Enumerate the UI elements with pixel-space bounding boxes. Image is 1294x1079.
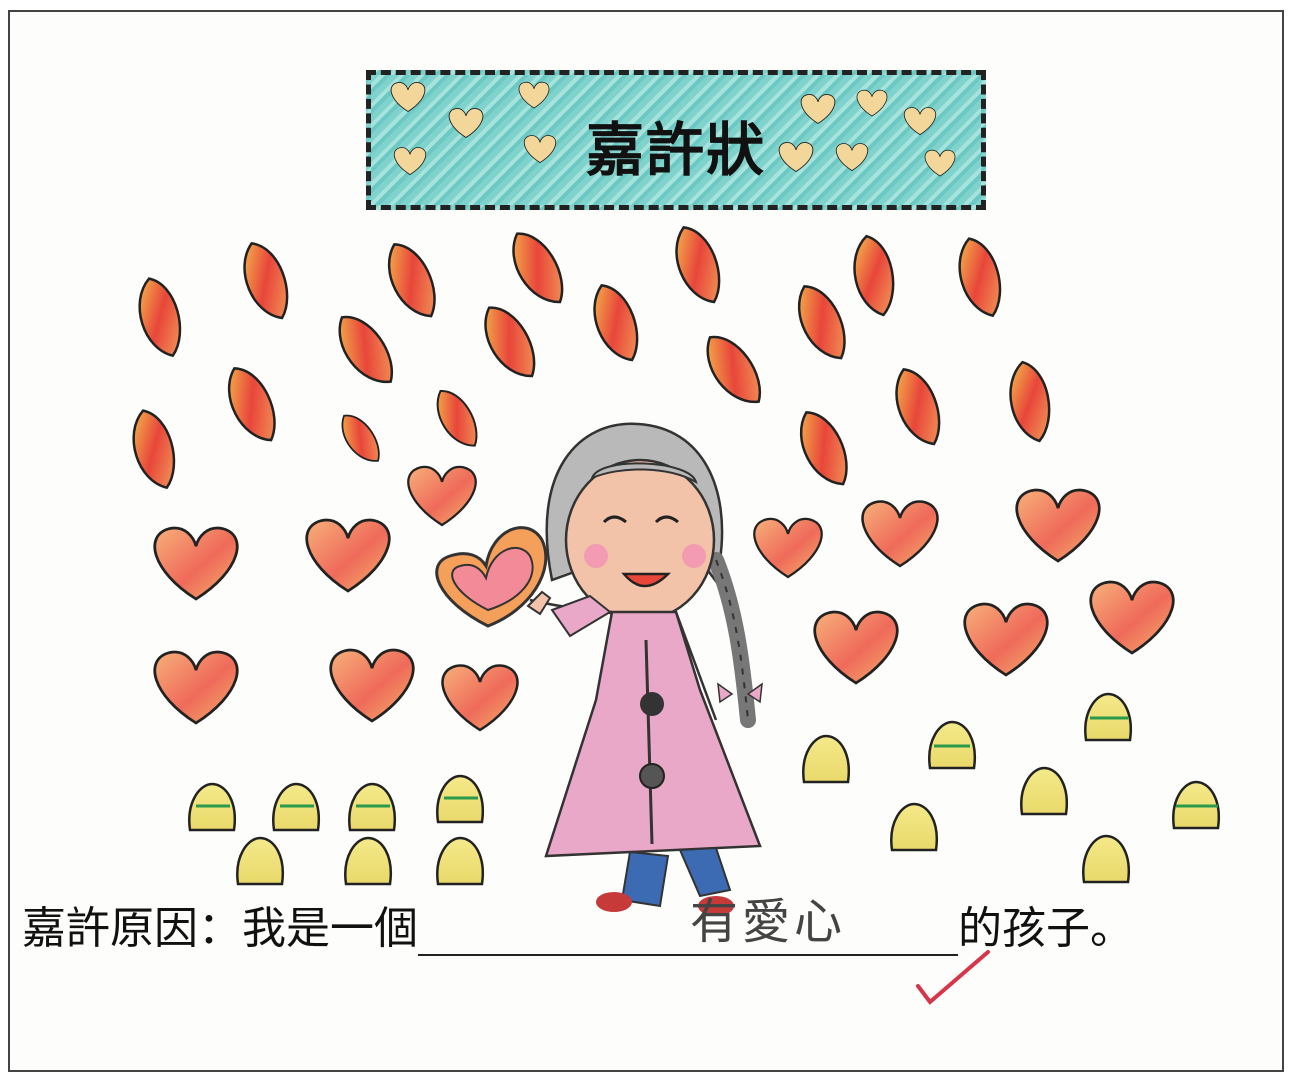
handwritten-answer: 有愛心 xyxy=(690,894,847,950)
check-mark-icon xyxy=(916,950,990,1005)
reason-prefix: 嘉許原因：我是一個 xyxy=(22,903,418,954)
certificate-title: 嘉許狀 xyxy=(585,116,766,184)
reason-suffix: 的孩子。 xyxy=(958,903,1134,954)
girl-figure xyxy=(435,422,763,916)
reason-line: 嘉許原因：我是一個 有愛心 的孩子。 xyxy=(22,892,1134,956)
answer-blank: 有愛心 xyxy=(418,894,958,956)
